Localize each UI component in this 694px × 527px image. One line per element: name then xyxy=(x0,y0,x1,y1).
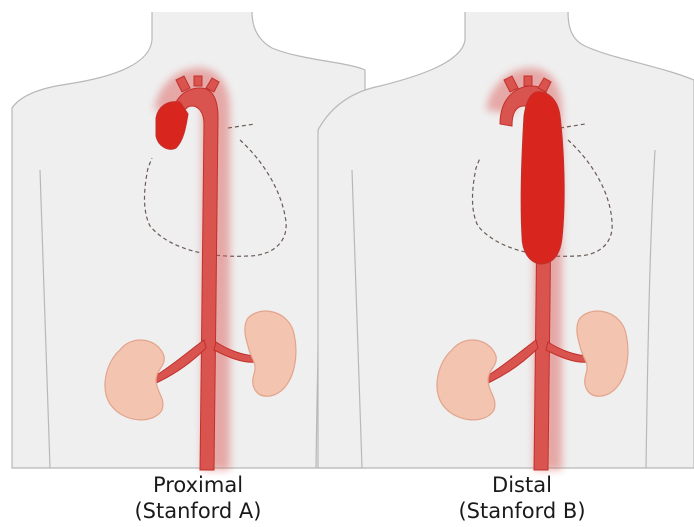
caption-proximal-title: Proximal xyxy=(48,472,348,498)
kidney-left-r xyxy=(245,311,296,396)
caption-distal-title: Distal xyxy=(372,472,672,498)
kidney-right-r xyxy=(577,311,628,396)
caption-proximal: Proximal (Stanford A) xyxy=(48,472,348,524)
caption-distal-subtitle: (Stanford B) xyxy=(372,498,672,524)
caption-proximal-subtitle: (Stanford A) xyxy=(48,498,348,524)
caption-distal: Distal (Stanford B) xyxy=(372,472,672,524)
panel-proximal xyxy=(12,12,365,470)
panel-distal xyxy=(318,12,694,470)
dissection-descending xyxy=(521,92,564,264)
